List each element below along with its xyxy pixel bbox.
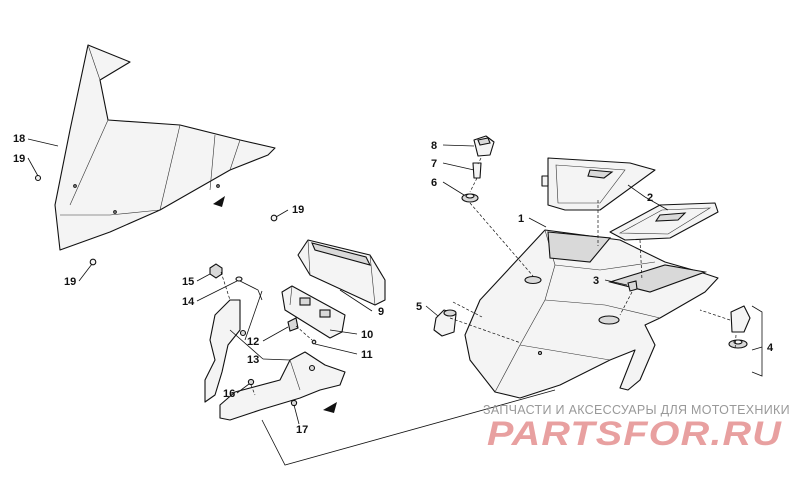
screw-16 (247, 378, 255, 386)
callout-3: 3 (593, 275, 599, 287)
windshield (54, 44, 276, 251)
dashed-assembly-lines (220, 157, 737, 396)
callout-14: 14 (182, 296, 195, 308)
callout-19b: 19 (64, 276, 76, 288)
callout-18: 18 (13, 133, 25, 145)
callout-12: 12 (247, 336, 259, 348)
screw-11 (311, 339, 317, 345)
callout-19c: 19 (292, 204, 304, 216)
callout-2: 2 (647, 192, 653, 204)
callout-5: 5 (416, 301, 422, 313)
screw-19-a (34, 174, 42, 182)
callout-4: 4 (767, 342, 774, 354)
arrow-marker (213, 196, 225, 207)
callout-13: 13 (247, 354, 259, 366)
switch-7 (472, 162, 482, 179)
callout-19a: 19 (13, 153, 25, 165)
screw-3 (627, 280, 638, 292)
callout-7: 7 (431, 158, 437, 170)
watermark-logo: PARTSFOR.RU (487, 415, 783, 453)
watermark-caption: ЗАПЧАСТИ И АКСЕССУАРЫ ДЛЯ МОТОТЕХНИКИ (483, 403, 790, 417)
callout-11: 11 (361, 349, 373, 361)
screw-12 (287, 317, 299, 332)
callout-17: 17 (296, 424, 308, 436)
callout-16: 16 (223, 388, 235, 400)
callout-10: 10 (361, 329, 373, 341)
washer-14 (235, 276, 243, 282)
callout-6: 6 (431, 177, 437, 189)
callout-9: 9 (378, 306, 384, 318)
screw-17 (290, 399, 298, 407)
leader-lines (27, 138, 763, 466)
screw-19-c (270, 214, 278, 222)
vent-cover-left (541, 157, 656, 211)
connector-4 (728, 305, 751, 349)
callout-1: 1 (518, 213, 524, 225)
switch-5 (433, 309, 457, 337)
vent-cover-right (609, 202, 719, 241)
gauge (297, 239, 386, 306)
grommet-6 (461, 193, 479, 203)
callout-15: 15 (182, 276, 194, 288)
watermark-logo-text: PARTSFOR.RU (487, 415, 783, 453)
nut-15 (209, 263, 223, 279)
arrow-marker (323, 402, 337, 413)
callout-8: 8 (431, 140, 437, 152)
screw-19-b (89, 258, 97, 266)
callout-labels: 18 19 19 19 15 14 12 13 16 17 9 10 11 8 … (13, 133, 774, 436)
cap-8 (473, 135, 495, 157)
mount-bracket (204, 299, 346, 421)
